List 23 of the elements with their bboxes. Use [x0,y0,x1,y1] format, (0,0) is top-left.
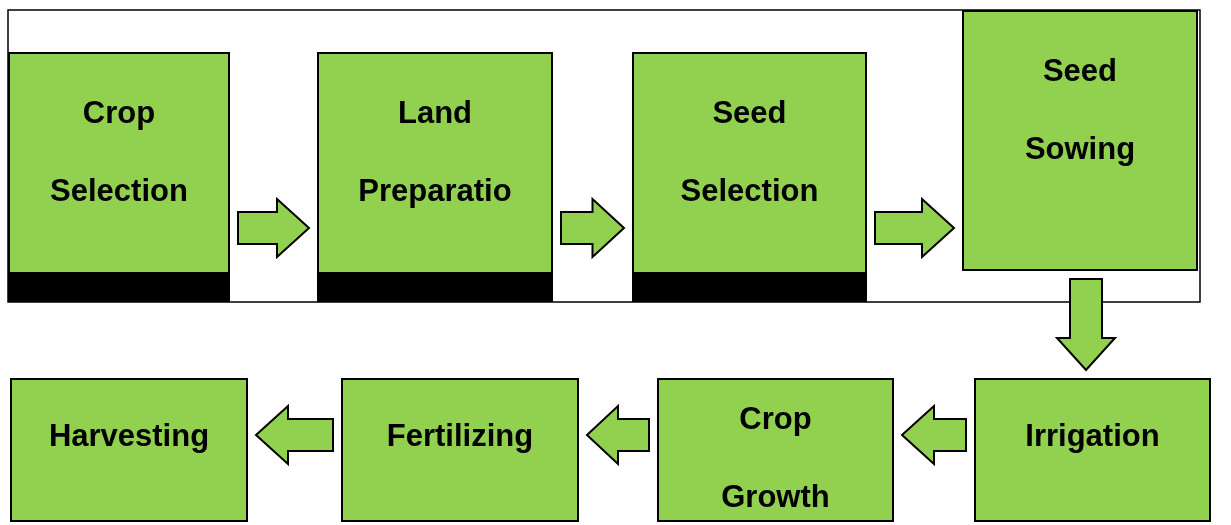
block-arrow [585,403,650,467]
process-box [632,52,867,302]
step-label: Crop Selection [50,94,188,210]
block-arrow [560,196,626,260]
process-box [8,52,230,302]
step-label: Seed Selection [680,94,819,210]
process-box [317,52,553,302]
step-label: Harvesting [48,418,210,454]
process-box [974,378,1211,522]
block-arrow [237,196,311,260]
block-arrow [900,403,967,467]
step-label: Land Preparatio [358,94,512,210]
process-box [962,10,1198,271]
step-label: Irrigation [1025,418,1160,454]
process-box [341,378,579,522]
process-box [657,378,894,522]
step-label: Fertilizing [386,418,534,454]
step-label: Crop Growth [721,400,830,516]
process-box [10,378,248,522]
block-arrow [254,403,334,467]
block-arrow [874,196,956,260]
block-arrow [1054,278,1118,372]
step-label: Seed Sowing [1024,52,1136,168]
